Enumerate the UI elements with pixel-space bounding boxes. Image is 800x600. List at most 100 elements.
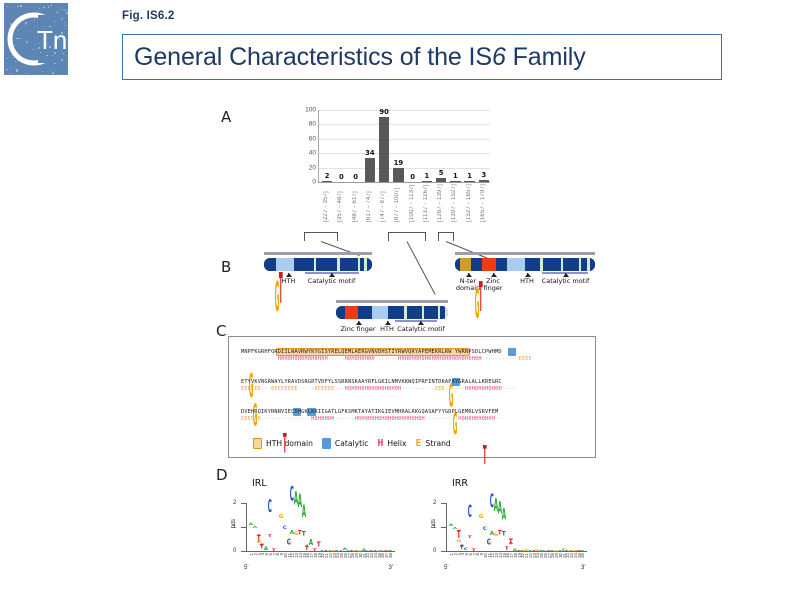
- chart-y-tick-label: 100: [305, 107, 316, 114]
- chart-bar-value: 3: [482, 171, 487, 179]
- logo-position-number: 36: [580, 553, 585, 558]
- ss-run: -------: [375, 356, 398, 362]
- sequence-logo-irr-body: 012bitsAG1AG2GT3CT4C5TC6T7G8GT9CT10GC11A…: [432, 489, 607, 575]
- segment-backbone: [471, 258, 482, 271]
- segment-spacer: [445, 306, 448, 319]
- logo-speckle: [20, 38, 21, 39]
- chart-x-tick: [1397 - 1527]: [447, 184, 461, 222]
- chart-bar-column: 0: [334, 110, 348, 182]
- alignment-block: MNPFKGRHFQRDIILWAVRWYKYGISYRELQEMLAERGVN…: [241, 349, 532, 362]
- panel-letter-b: B: [221, 258, 231, 276]
- chart-bar-column: 2: [320, 110, 334, 182]
- chart-x-tick: [617 - 747]: [362, 184, 376, 222]
- logo-speckle: [55, 21, 56, 22]
- segment-backbone: [294, 258, 313, 271]
- segment-backbone: [367, 258, 372, 271]
- gene-map-bottom-label-zinc-finger: Zinc finger: [339, 326, 377, 333]
- gene-map-bottom: Zinc finger HTH Catalytic motif: [336, 300, 448, 332]
- sequence-logo-irl-body: 012bitsAG1AG2GT3CT4A5TC6T7G8GT9CT10GC11A…: [232, 489, 407, 575]
- ss-run: -----: [298, 386, 315, 392]
- chart-plot-area: 020406080100 200349019015113: [318, 110, 490, 182]
- legend-item-strand: E Strand: [416, 438, 451, 449]
- chart-x-tick: [227 - 357]: [319, 184, 333, 222]
- legend-label-hth-domain: HTH domain: [266, 439, 313, 448]
- chart-bar-value: 0: [410, 173, 415, 181]
- logo-speckle: [7, 58, 8, 59]
- logo-speckle: [65, 9, 66, 10]
- ss-run: H0H0H0H0H0H0H0H0H0H0H: [355, 416, 425, 422]
- ss-run: H0H0H0H0H0H0H0H0H: [345, 386, 402, 392]
- legend-item-helix: H Helix: [377, 438, 406, 449]
- logo-speckle: [52, 72, 54, 74]
- chart-x-tick-text: [1137 - 1267]: [423, 184, 429, 222]
- logo-y-tick: [241, 503, 247, 504]
- alignment-sequence: ETYVKVNGRWAYLYRAVDSRGRTVDFYLSSRRNSKAAYRF…: [241, 379, 515, 385]
- chart-x-tick-text: [1527 - 1657]: [466, 184, 472, 222]
- logo-speckle: [54, 44, 55, 45]
- chart-x-tick-text: [1397 - 1527]: [451, 184, 457, 222]
- gene-map-left-label-catalytic: Catalytic motif: [303, 278, 360, 285]
- chart-x-tick-text: [227 - 357]: [323, 184, 329, 222]
- logo-five-prime-label: 5': [244, 565, 248, 571]
- chart-bars: 200349019015113: [320, 110, 491, 182]
- ss-run: H0H0H0H0H: [345, 356, 375, 362]
- logo-speckle: [10, 67, 11, 68]
- logo-speckle: [25, 22, 27, 24]
- slide-title-box: General Characteristics of the IS6 Famil…: [122, 34, 722, 80]
- logo-position-stack: A: [580, 503, 584, 551]
- chart-x-tick: [1137 - 1267]: [419, 184, 433, 222]
- logo-speckle: [63, 9, 64, 10]
- segment-zinc-finger: [345, 306, 358, 319]
- alignment-sequence: MNPFKGRHFQRDIILWAVRWYKYGISYRELQEMLAERGVN…: [241, 349, 532, 355]
- chart-x-tick: [1267 - 1397]: [433, 184, 447, 222]
- ss-run: -----: [328, 356, 345, 362]
- chart-bar-value: 0: [339, 173, 344, 181]
- chart-y-tick-label: 40: [309, 150, 316, 157]
- chart-bar-column: 0: [349, 110, 363, 182]
- chart-y-tick-label: 80: [309, 121, 316, 128]
- segment-backbone: [388, 306, 405, 319]
- logo-speckle: [40, 52, 41, 53]
- segment-catalytic: [407, 306, 423, 319]
- ss-run: ----------: [402, 386, 435, 392]
- segment-catalytic: [563, 258, 578, 271]
- logo-speckle: [18, 44, 19, 45]
- legend-item-catalytic: Catalytic: [322, 438, 368, 449]
- logo-speckle: [63, 53, 64, 54]
- chart-x-tick: [747 - 877]: [376, 184, 390, 222]
- chart-bar-column: 1: [463, 110, 477, 182]
- ss-run: H0H0H0H: [311, 416, 334, 422]
- ss-run: --: [495, 416, 502, 422]
- logo-y-tick: [241, 527, 247, 528]
- logo-five-prime-label: 5': [444, 565, 448, 571]
- legend-label-catalytic: Catalytic: [335, 439, 368, 448]
- logo-speckle: [14, 45, 15, 46]
- logo-y-axis-label: bits: [431, 519, 437, 528]
- chart-x-tick-text: [487 - 617]: [352, 184, 358, 222]
- chart-bar-column: 19: [391, 110, 405, 182]
- segment-backbone: [336, 306, 345, 319]
- page-title: General Characteristics of the IS6 Famil…: [134, 43, 586, 72]
- chart-bar: [393, 168, 404, 182]
- ss-run: ---------------: [261, 416, 311, 422]
- sequence-logo-irl: IRL 012bitsAG1AG2GT3CT4A5TC6T7G8GT9CT10G…: [232, 478, 407, 588]
- chart-bar-value: 90: [379, 108, 388, 116]
- logo-position-stack: A: [388, 503, 392, 551]
- segment-backbone: [358, 306, 371, 319]
- logo-speckle: [18, 30, 19, 31]
- gene-map-right-body: [455, 258, 595, 271]
- logo-speckle: [54, 47, 56, 49]
- chart-y-tick-label: 60: [309, 135, 316, 142]
- panel-letter-d: D: [216, 466, 228, 484]
- ss-run: EEEE: [519, 356, 532, 362]
- segment-hth: [507, 258, 525, 271]
- ss-run: ----: [502, 386, 515, 392]
- logo-three-prime-label: 3': [581, 565, 585, 571]
- connector-bracket-1: [304, 232, 338, 241]
- legend-label-strand: Strand: [426, 439, 451, 448]
- logo-three-prime-label: 3': [389, 565, 393, 571]
- gene-map-bottom-rule: [336, 300, 448, 303]
- ss-run: ---: [261, 386, 271, 392]
- connector-lead-2: [407, 241, 436, 294]
- catalytic-swatch-icon: [322, 438, 331, 449]
